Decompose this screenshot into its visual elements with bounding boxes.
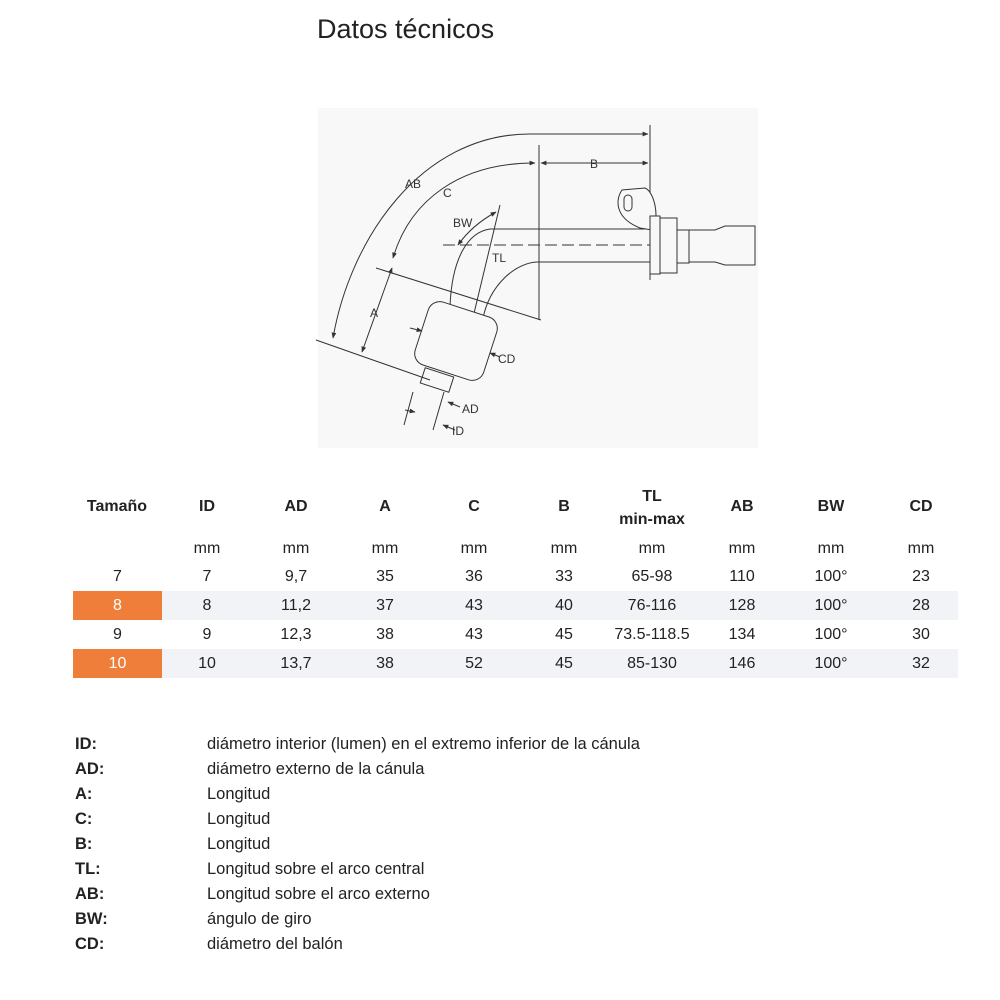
label-id: ID bbox=[452, 424, 464, 438]
legend-term: AD: bbox=[75, 760, 105, 778]
table-cell: 8 bbox=[202, 597, 212, 614]
table-cell: 73.5-118.5 bbox=[614, 626, 690, 643]
label-c: C bbox=[443, 186, 452, 200]
column-header: C bbox=[468, 498, 480, 515]
legend-description: Longitud bbox=[207, 785, 271, 803]
table-cell: 43 bbox=[465, 597, 483, 614]
table-cell: 128 bbox=[728, 597, 756, 614]
legend-term: C: bbox=[75, 810, 93, 828]
legend-term: TL: bbox=[75, 860, 101, 878]
legend-term: A: bbox=[75, 785, 93, 803]
table-cell: 85-130 bbox=[627, 655, 677, 672]
table-cell: 11,2 bbox=[281, 597, 311, 614]
table-cell: 45 bbox=[555, 655, 573, 672]
label-ab: AB bbox=[405, 177, 421, 191]
unit-label: mm bbox=[638, 540, 666, 557]
table-cell: 146 bbox=[728, 655, 756, 672]
table-cell: 100° bbox=[814, 597, 848, 614]
table-row: 8 8 11,2 37 43 40 76-116 128 100° 28 bbox=[73, 591, 958, 620]
column-header: A bbox=[379, 498, 391, 515]
unit-label: mm bbox=[193, 540, 221, 557]
label-cd: CD bbox=[498, 352, 516, 366]
label-bw: BW bbox=[453, 216, 473, 230]
column-header: TL bbox=[642, 488, 662, 505]
legend-description: Longitud bbox=[207, 835, 271, 853]
label-b: B bbox=[590, 157, 598, 171]
table-cell: 12,3 bbox=[280, 626, 312, 643]
column-header: AB bbox=[730, 498, 754, 515]
table-cell: 45 bbox=[555, 626, 573, 643]
column-header: AD bbox=[284, 498, 308, 515]
label-ad: AD bbox=[462, 402, 479, 416]
table-cell: 9 bbox=[202, 626, 212, 643]
table-cell: 28 bbox=[912, 597, 930, 614]
table-cell: 134 bbox=[728, 626, 756, 643]
unit-label: mm bbox=[282, 540, 310, 557]
size-cell: 7 bbox=[113, 568, 122, 585]
label-tl: TL bbox=[492, 251, 506, 265]
table-cell: 52 bbox=[465, 655, 483, 672]
table-row: 10 10 13,7 38 52 45 85-130 146 100° 32 bbox=[73, 649, 958, 678]
cannula-diagram: AB C B BW TL A CD AD ID bbox=[315, 108, 758, 448]
table-cell: 13,7 bbox=[280, 655, 312, 672]
table-cell: 38 bbox=[376, 626, 394, 643]
table-row: 7 7 9,7 35 36 33 65-98 110 100° 23 bbox=[73, 562, 958, 591]
size-cell: 8 bbox=[73, 591, 162, 620]
column-header: BW bbox=[817, 498, 845, 515]
unit-label: mm bbox=[817, 540, 845, 557]
table-cell: 33 bbox=[555, 568, 573, 585]
column-header: B bbox=[558, 498, 570, 515]
unit-label: mm bbox=[460, 540, 488, 557]
legend-description: diámetro externo de la cánula bbox=[207, 760, 425, 778]
legend-term: ID: bbox=[75, 735, 97, 753]
unit-label: mm bbox=[728, 540, 756, 557]
legend-term: BW: bbox=[75, 910, 108, 928]
table-cell: 100° bbox=[814, 568, 848, 585]
legend-description: ángulo de giro bbox=[207, 910, 312, 928]
table-cell: 100° bbox=[814, 626, 848, 643]
legend-description: Longitud sobre el arco central bbox=[207, 860, 425, 878]
table-cell: 9,7 bbox=[284, 568, 308, 585]
legend-description: Longitud sobre el arco externo bbox=[207, 885, 430, 903]
legend-term: CD: bbox=[75, 935, 105, 953]
unit-label: mm bbox=[550, 540, 578, 557]
column-header: Tamaño bbox=[86, 498, 148, 515]
column-header: ID bbox=[199, 498, 215, 515]
legend-term: B: bbox=[75, 835, 93, 853]
size-cell: 10 bbox=[73, 649, 162, 678]
table-cell: 32 bbox=[912, 655, 930, 672]
unit-label: mm bbox=[371, 540, 399, 557]
unit-label: mm bbox=[907, 540, 935, 557]
column-header-sub: min-max bbox=[619, 511, 685, 528]
label-a: A bbox=[370, 306, 378, 320]
table-cell: 35 bbox=[376, 568, 394, 585]
table-cell: 38 bbox=[376, 655, 394, 672]
size-cell: 9 bbox=[113, 626, 122, 643]
table-cell: 76-116 bbox=[627, 597, 677, 614]
column-header: CD bbox=[909, 498, 933, 515]
page-title: Datos técnicos bbox=[317, 14, 495, 44]
legend-description: diámetro interior (lumen) en el extremo … bbox=[207, 735, 640, 753]
table-cell: 30 bbox=[912, 626, 930, 643]
legend-description: Longitud bbox=[207, 810, 271, 828]
legend-term: AB: bbox=[75, 885, 105, 903]
table-row: 9 9 12,3 38 43 45 73.5-118.5 134 100° 30 bbox=[73, 620, 958, 649]
table-cell: 10 bbox=[198, 655, 216, 672]
table-cell: 100° bbox=[814, 655, 848, 672]
table-cell: 110 bbox=[729, 568, 755, 585]
table-cell: 23 bbox=[912, 568, 930, 585]
table-cell: 40 bbox=[555, 597, 573, 614]
table-cell: 37 bbox=[376, 597, 394, 614]
table-cell: 7 bbox=[202, 568, 212, 585]
legend-description: diámetro del balón bbox=[207, 935, 343, 953]
table-cell: 43 bbox=[465, 626, 483, 643]
table-cell: 36 bbox=[465, 568, 483, 585]
table-cell: 65-98 bbox=[631, 568, 673, 585]
